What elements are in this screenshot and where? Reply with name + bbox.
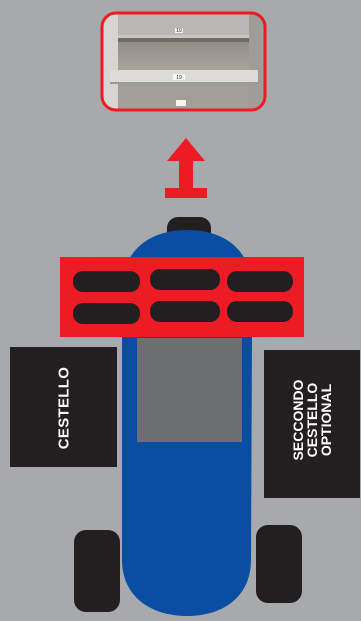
camera-mark-bottom: 19 xyxy=(176,75,182,81)
light-slot xyxy=(150,301,220,322)
rear-right-wheel xyxy=(256,525,302,603)
camera-view: 19 19 xyxy=(100,11,267,112)
light-bar xyxy=(60,257,304,337)
rear-left-wheel xyxy=(74,530,120,612)
camera-view-frame xyxy=(100,11,267,112)
basket-left-label: CESTELLO xyxy=(55,366,73,450)
basket-right-label: SECCONDO CESTELLO OPTIONAL xyxy=(290,379,334,461)
basket-left xyxy=(10,347,117,467)
basket-right-label-line: CESTELLO xyxy=(304,382,320,458)
light-slot xyxy=(227,301,293,322)
light-slot xyxy=(150,269,220,290)
light-slot xyxy=(227,271,293,292)
arrow-up-icon xyxy=(165,138,207,198)
basket-right-label-line: SECCONDO xyxy=(290,379,306,461)
basket-right-label-line: OPTIONAL xyxy=(318,383,334,457)
light-slot xyxy=(73,271,140,292)
cab-panel xyxy=(137,338,242,442)
light-slot xyxy=(73,303,140,324)
basket-right xyxy=(264,350,360,498)
camera-mark-top: 19 xyxy=(176,28,182,34)
